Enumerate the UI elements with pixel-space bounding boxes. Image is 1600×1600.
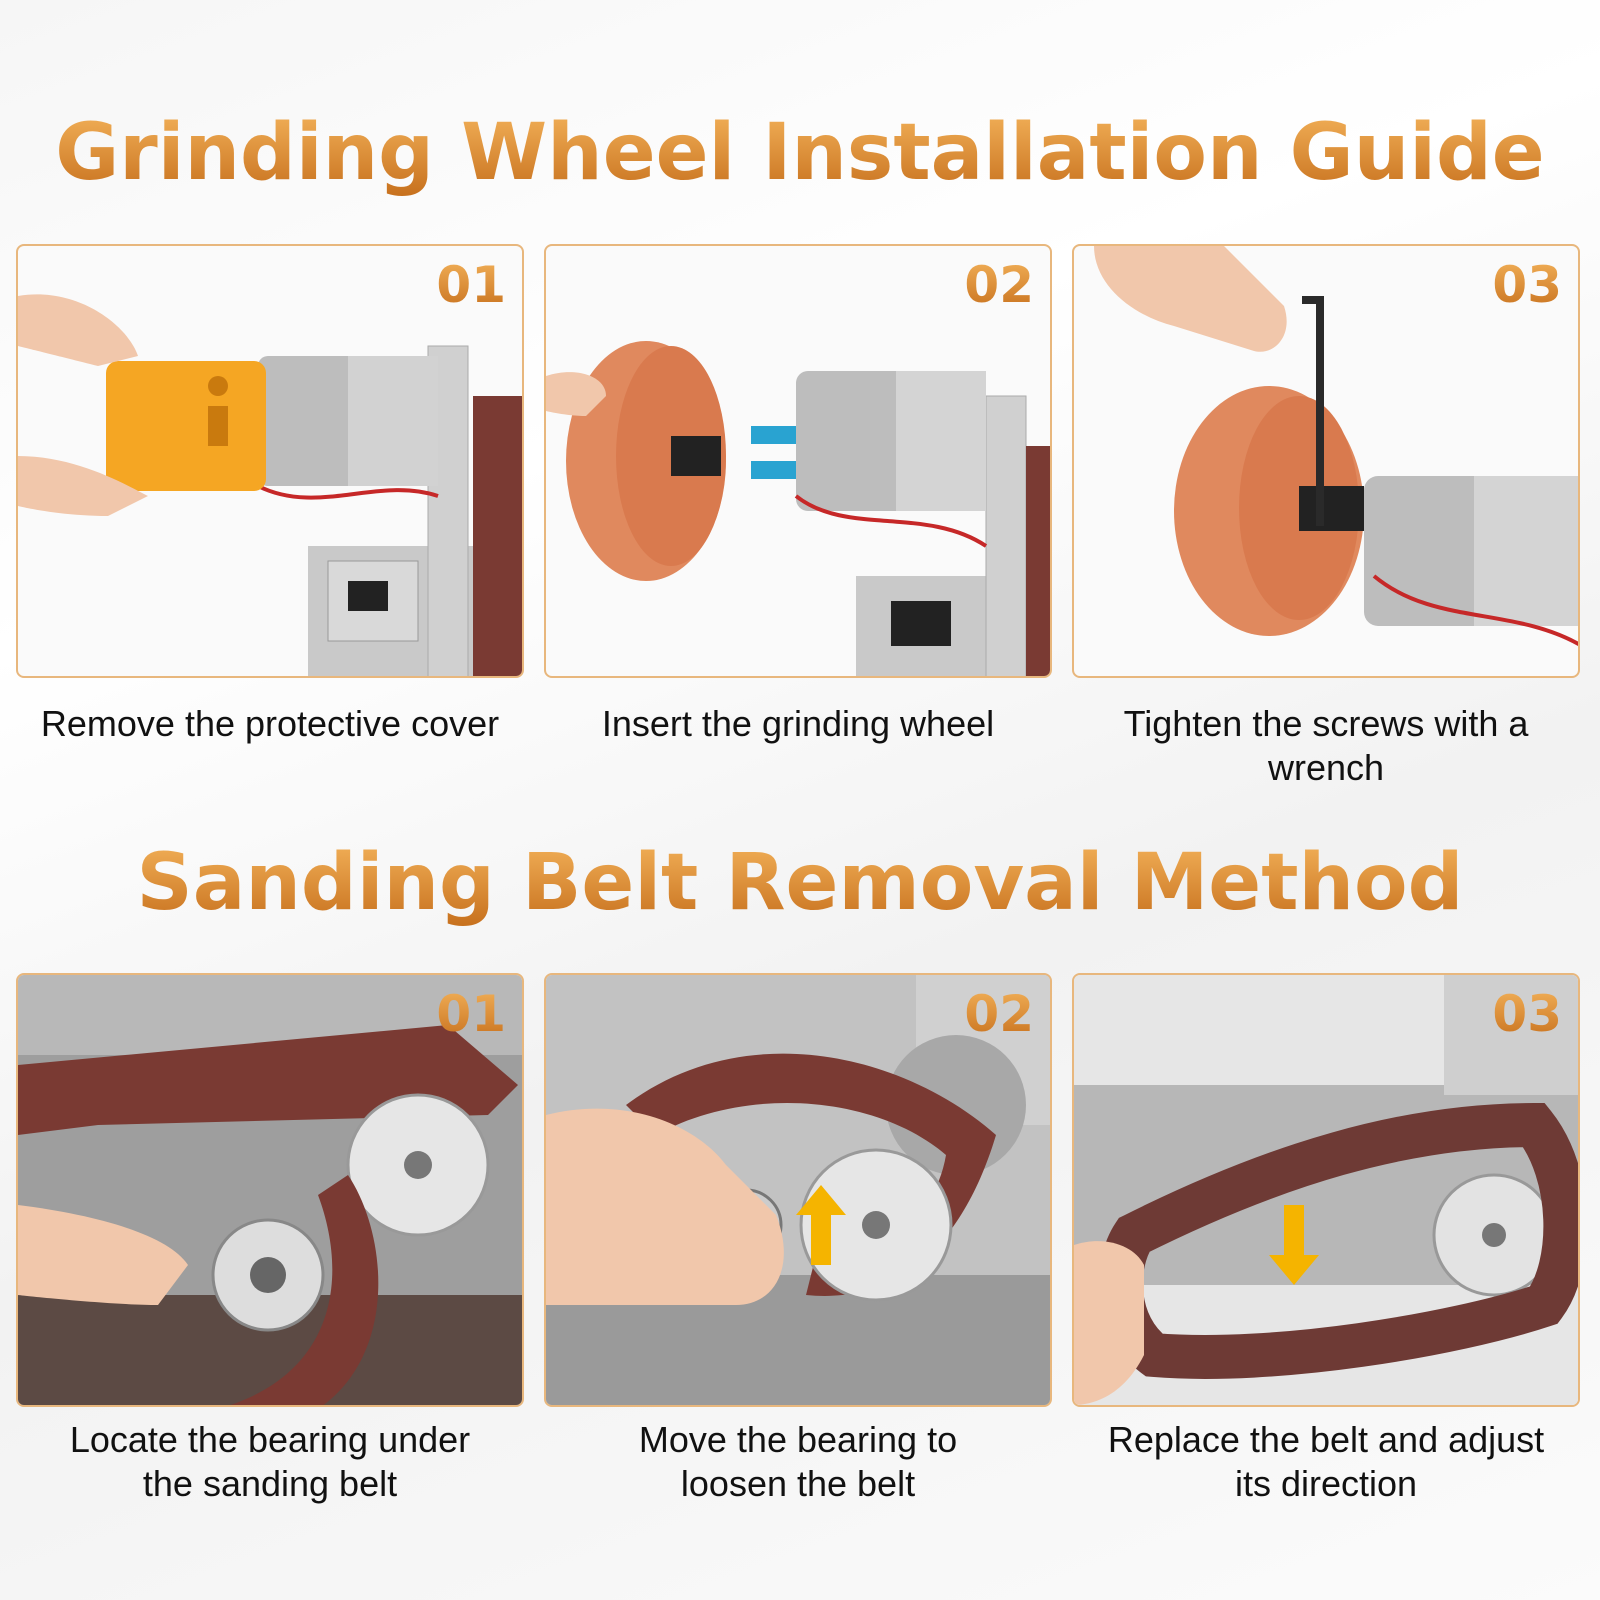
photo-locate-bearing <box>18 975 522 1405</box>
step-caption: Locate the bearing under the sanding bel… <box>69 1419 471 1504</box>
section-title-belt-removal: Sanding Belt Removal Method <box>0 838 1600 928</box>
step-caption: Move the bearing to loosen the belt <box>638 1419 958 1504</box>
section-title-installation: Grinding Wheel Installation Guide <box>0 108 1600 198</box>
photo-insert-wheel <box>546 341 1050 676</box>
step-number: 02 <box>964 256 1034 314</box>
step-caption: Tighten the screws with a wrench <box>1123 703 1529 788</box>
step-caption: Insert the grinding wheel <box>601 703 995 744</box>
step-photo-replace-belt: 03 <box>1072 973 1580 1407</box>
step-number: 03 <box>1492 256 1562 314</box>
step-photo-remove-cover: 01 <box>16 244 524 678</box>
photo-move-bearing <box>546 975 1050 1405</box>
step-caption: Remove the protective cover <box>40 703 500 744</box>
step-number: 01 <box>436 256 506 314</box>
photo-remove-cover <box>18 294 522 676</box>
step-number: 01 <box>436 985 506 1043</box>
step-number: 02 <box>964 985 1034 1043</box>
step-photo-move-bearing: 02 <box>544 973 1052 1407</box>
step-photo-locate-bearing: 01 <box>16 973 524 1407</box>
photo-replace-belt <box>1074 975 1578 1405</box>
step-caption: Replace the belt and adjust its directio… <box>1107 1419 1545 1504</box>
step-photo-insert-wheel: 02 <box>544 244 1052 678</box>
step-number: 03 <box>1492 985 1562 1043</box>
step-photo-tighten-screws: 03 <box>1072 244 1580 678</box>
photo-tighten-screws <box>1094 246 1578 647</box>
